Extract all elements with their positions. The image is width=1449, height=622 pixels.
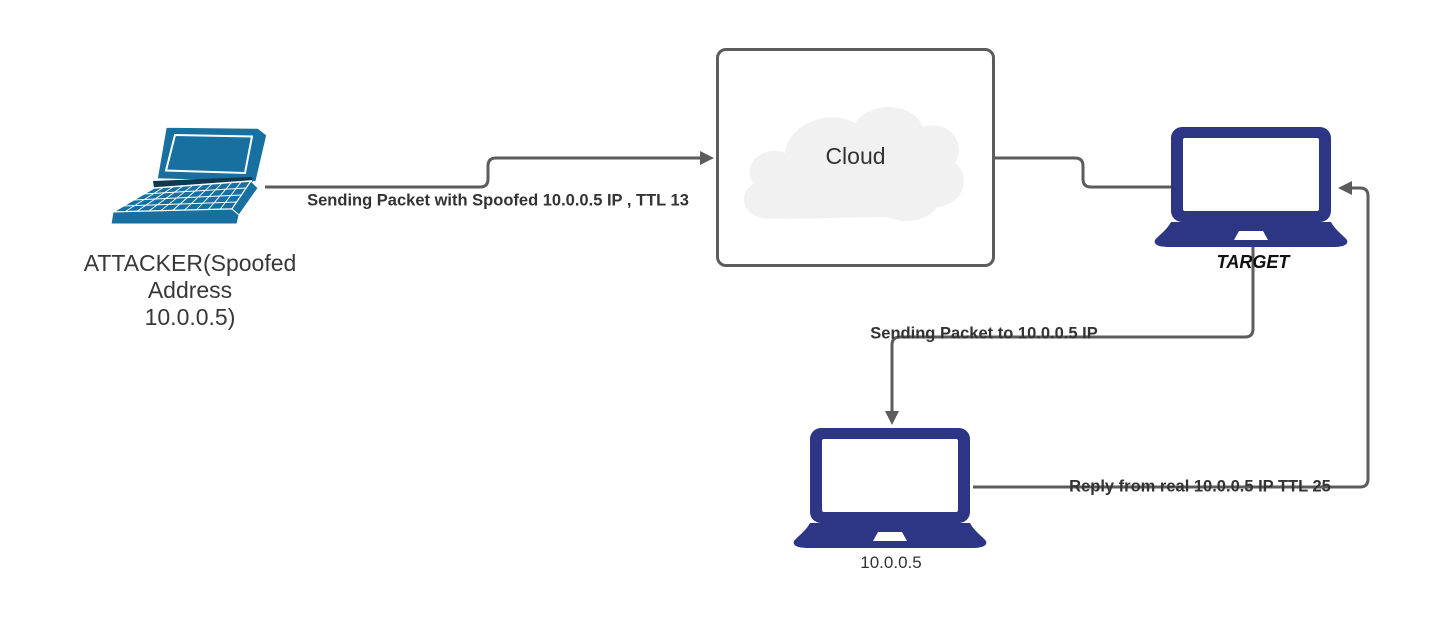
attacker-node[interactable] [108,124,268,234]
arrowhead-down-icon [885,411,899,425]
edge-attacker-to-cloud[interactable] [265,151,714,189]
edge-real-host-to-target[interactable] [973,181,1370,489]
edge-label-forward-packet: Sending Packet to 10.0.0.5 IP [870,324,1098,343]
target-node[interactable] [1154,127,1348,247]
attacker-label: ATTACKER(Spoofed Address 10.0.0.5) [60,250,320,331]
real-host-label: 10.0.0.5 [860,553,922,572]
cloud-icon [743,106,964,222]
edge-label-spoofed-packet: Sending Packet with Spoofed 10.0.0.5 IP … [307,191,689,210]
attacker-label-line: Address [147,277,233,303]
edge-cloud-to-target[interactable] [995,156,1173,189]
attacker-label-line: 10.0.0.5) [144,304,236,330]
real-host-node[interactable] [793,428,987,548]
cloud-node[interactable]: Cloud [716,48,995,267]
target-label: TARGET [1216,252,1290,272]
edge-label-reply-packet: Reply from real 10.0.0.5 IP TTL 25 [1069,477,1331,496]
edge-target-to-real-host[interactable] [885,246,1255,425]
arrowhead-right-icon [700,151,714,165]
laptop-icon [793,428,987,548]
laptop-icon [1154,127,1348,247]
laptop-3d-icon [110,126,268,225]
attacker-label-line: ATTACKER(Spoofed [83,250,297,276]
arrowhead-left-icon [1338,181,1352,195]
cloud-label: Cloud [825,143,886,169]
